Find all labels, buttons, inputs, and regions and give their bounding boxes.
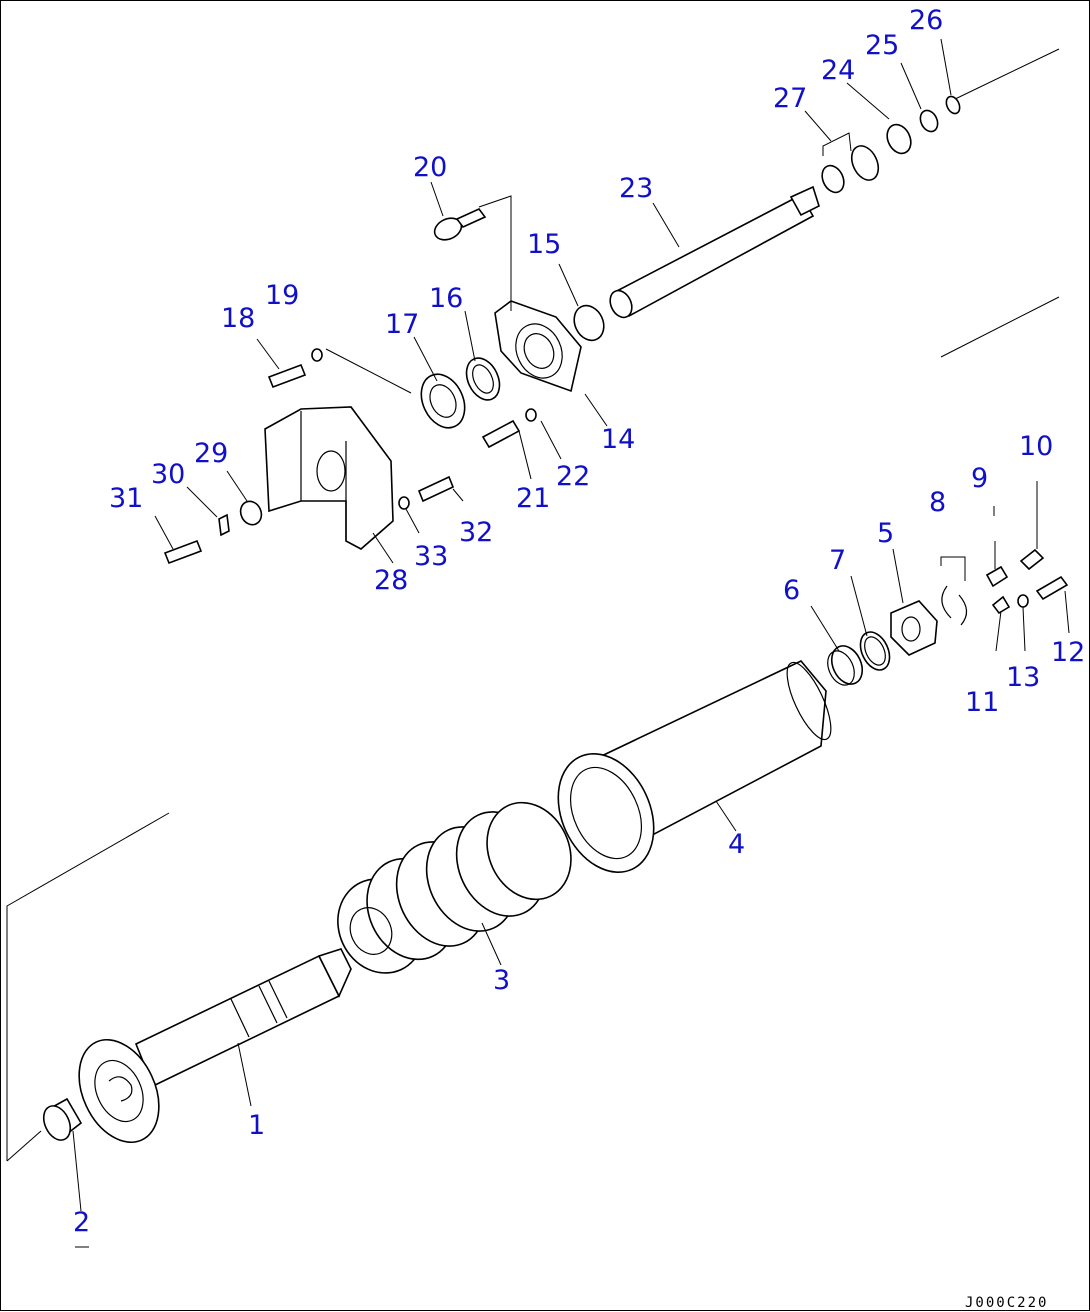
part-32-bolt	[417, 475, 455, 503]
part-17-gasket	[420, 373, 466, 429]
part-19-washer	[311, 348, 323, 362]
part-25-ring	[919, 109, 939, 133]
callout-4: 4	[728, 829, 745, 860]
callout-8: 8	[929, 487, 946, 518]
part-18-bolt	[267, 363, 307, 389]
callout-26: 26	[909, 5, 943, 36]
callout-9: 9	[971, 463, 988, 494]
callout-12: 12	[1051, 637, 1085, 668]
part-20-lifting-eye	[433, 208, 487, 241]
callout-10: 10	[1019, 431, 1053, 462]
part-15-bushing	[573, 304, 605, 342]
part-16-ring	[465, 357, 501, 401]
part-2-bushing	[42, 1097, 83, 1141]
part-8-split-ring	[940, 556, 968, 626]
callout-22: 22	[556, 461, 590, 492]
part-3-recoil-spring	[337, 801, 572, 974]
callout-27: 27	[773, 83, 807, 114]
part-29-washer	[239, 500, 263, 526]
part-26-clip	[945, 95, 961, 115]
part-4-cylinder	[557, 660, 832, 873]
callout-15: 15	[527, 229, 561, 260]
callout-11: 11	[965, 687, 999, 718]
part-12-bolt	[1035, 575, 1070, 634]
callout-16: 16	[429, 283, 463, 314]
part-1-rod-with-flange	[78, 948, 352, 1144]
part-14-bracket-plate	[494, 300, 582, 393]
axis-lines	[6, 48, 1060, 1162]
part-33-washer	[398, 496, 410, 510]
callout-19: 19	[265, 280, 299, 311]
part-31-bolt	[163, 539, 203, 565]
part-28-support-block	[264, 406, 394, 550]
callout-23: 23	[619, 173, 653, 204]
part-6-bushing	[827, 645, 864, 686]
part-9-fitting	[985, 506, 1009, 588]
drawing-code: J000C220	[965, 1295, 1048, 1311]
leader-lines	[72, 38, 952, 1212]
part-11-plate	[991, 595, 1011, 652]
callout-24: 24	[821, 55, 855, 86]
callout-30: 30	[151, 459, 185, 490]
callout-20: 20	[413, 152, 447, 183]
part-10-grease-fitting	[1019, 481, 1045, 571]
part-13-washer	[1017, 594, 1029, 652]
callout-14: 14	[601, 424, 635, 455]
part-27-rings	[821, 132, 880, 194]
callout-31: 31	[109, 483, 143, 514]
callout-6: 6	[783, 575, 800, 606]
part-30-lock-plate	[218, 513, 230, 537]
callout-labels: 1 2 3 4 5 6 7 8 9 10 11 12 13 14 15 16 1…	[73, 5, 1085, 1248]
part-23-shaft	[609, 185, 820, 319]
callout-28: 28	[374, 565, 408, 596]
callout-3: 3	[493, 965, 510, 996]
callout-2: 2	[73, 1207, 90, 1238]
callout-17: 17	[385, 309, 419, 340]
callout-29: 29	[194, 438, 228, 469]
callout-5: 5	[877, 518, 894, 549]
part-5-nut	[890, 600, 938, 656]
callout-7: 7	[829, 545, 846, 576]
callout-18: 18	[221, 303, 255, 334]
callout-1: 1	[248, 1110, 265, 1141]
callout-32: 32	[459, 517, 493, 548]
part-21-bolt	[481, 419, 521, 449]
part-22-washer	[525, 408, 537, 422]
part-24-washer	[886, 123, 912, 155]
callout-21: 21	[516, 483, 550, 514]
callout-13: 13	[1006, 662, 1040, 693]
callout-33: 33	[414, 541, 448, 572]
callout-25: 25	[865, 30, 899, 61]
